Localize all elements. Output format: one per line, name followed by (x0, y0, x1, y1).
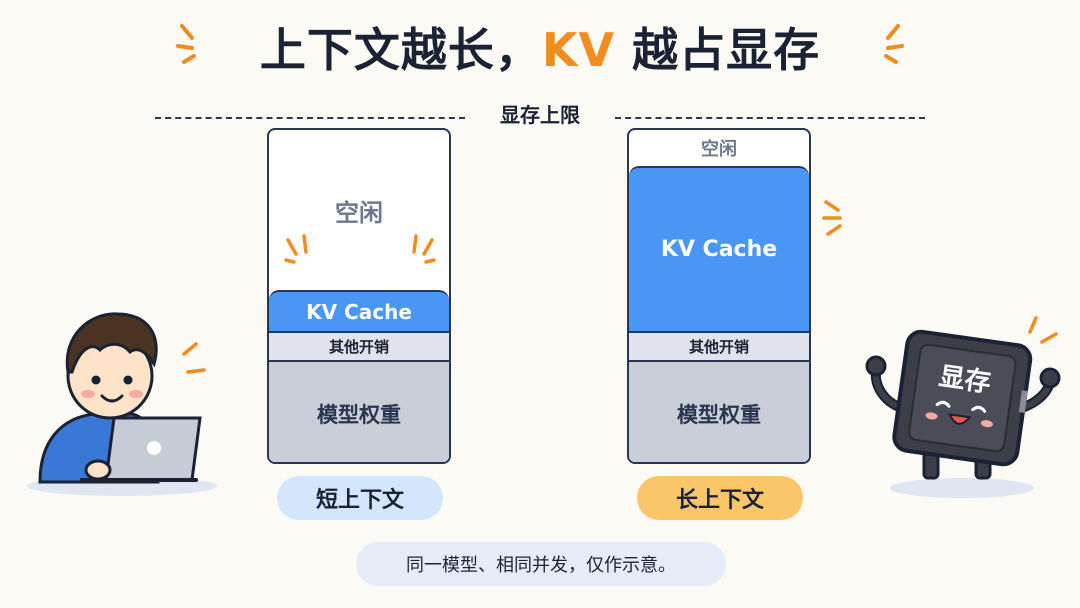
model-weights-segment: 模型权重 (269, 362, 449, 462)
short-context-column: 空闲 KV Cache 其他开销 模型权重 (267, 128, 451, 464)
spark-icon (284, 234, 308, 264)
gpu-chip-label: 显存 (937, 362, 993, 399)
memory-limit-line-right (615, 117, 925, 119)
title-accent: KV (541, 23, 616, 77)
other-overhead-segment: 其他开销 (629, 333, 809, 362)
spark-icon (176, 24, 196, 64)
idle-segment: 空闲 (701, 139, 737, 160)
kv-cache-segment: KV Cache (269, 290, 449, 333)
memory-limit-line-left (155, 117, 465, 119)
long-context-column: 空闲 KV Cache 其他开销 模型权重 (627, 128, 811, 464)
memory-limit-label: 显存上限 (500, 103, 580, 127)
title-rest: 越占显存 (615, 23, 821, 77)
kv-cache-segment: KV Cache (629, 166, 809, 333)
model-weights-segment: 模型权重 (629, 362, 809, 462)
long-context-label: 长上下文 (637, 476, 803, 520)
title-main: 上下文越长， (259, 23, 542, 77)
spark-icon (822, 200, 842, 236)
spark-icon (412, 234, 436, 264)
other-overhead-segment: 其他开销 (269, 333, 449, 362)
spark-icon (884, 24, 904, 64)
gpu-chip-mascot: 显存 (865, 316, 1061, 498)
person-with-laptop-illustration (27, 312, 217, 496)
page-title: 上下文越长，KV 越占显存 (0, 14, 1080, 80)
footnote: 同一模型、相同并发，仅作示意。 (356, 542, 726, 586)
short-context-label: 短上下文 (277, 476, 443, 520)
idle-segment: 空闲 (335, 198, 383, 227)
